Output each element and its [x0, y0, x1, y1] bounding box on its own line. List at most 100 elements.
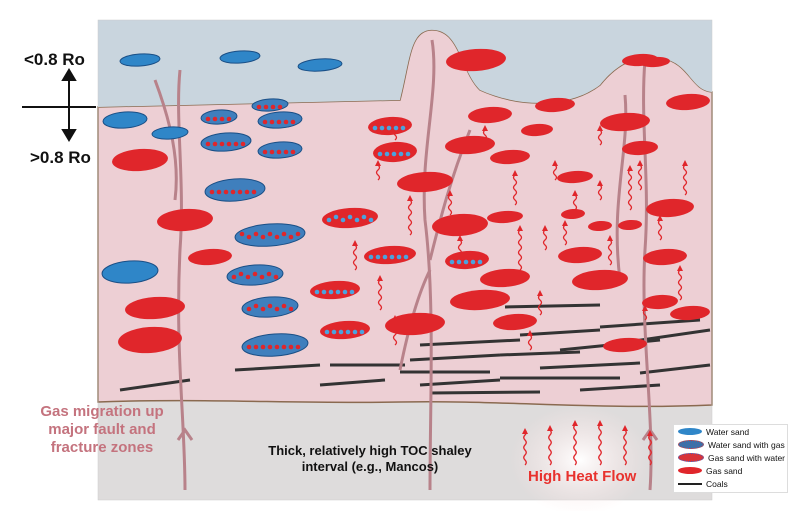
fluid-dot [359, 329, 365, 335]
water-sand-with-gas [204, 178, 266, 202]
fluid-dot [281, 344, 287, 350]
water-sand-with-gas [257, 141, 303, 159]
gas-sand [600, 112, 650, 132]
fluid-dot [267, 303, 273, 309]
fluid-dot [269, 119, 275, 125]
fluid-dot [270, 104, 276, 110]
fluid-dot [205, 141, 211, 147]
sand-body [310, 280, 360, 300]
water-sand [102, 111, 148, 129]
gas-sand [588, 220, 612, 232]
sand-body [600, 112, 650, 132]
sand-body [666, 93, 710, 111]
fault-line [422, 39, 436, 491]
fluid-dot [328, 289, 334, 295]
gas-arrow [562, 224, 568, 246]
fluid-dot [372, 125, 378, 131]
sand-body [670, 305, 710, 321]
gas-arrow [537, 294, 543, 316]
legend-label: Gas sand with water [708, 452, 786, 463]
heat-flow-arrows [522, 420, 653, 466]
gas-sand [670, 305, 710, 321]
gas-arrow [377, 279, 383, 311]
fault-zones [153, 39, 659, 491]
fluid-dot [391, 151, 397, 157]
water-sand [151, 126, 189, 140]
gas-sand [618, 219, 642, 231]
gas-sand [125, 296, 185, 320]
coal-layer [419, 378, 501, 387]
fluid-dot [237, 189, 243, 195]
water-sand [119, 53, 161, 67]
sand-bodies [101, 48, 710, 357]
gas-sand-with-water [310, 280, 360, 300]
coal-layer [419, 338, 521, 347]
fault-line [398, 269, 432, 371]
gas-arrow [517, 229, 523, 271]
legend-label: Water sand with gas [708, 439, 785, 450]
coal-layer [539, 361, 641, 370]
sand-body [125, 296, 185, 320]
gas-sand-with-water [445, 250, 489, 270]
fluid-dot [240, 141, 246, 147]
gas-arrow-head-icon [375, 160, 381, 166]
ro-above-label: <0.8 Ro [24, 50, 85, 69]
gas-arrow-head-icon [527, 330, 533, 336]
sand-body [572, 269, 628, 291]
fluid-dot [456, 259, 462, 265]
sand-body [188, 248, 232, 266]
sand-body [487, 210, 523, 224]
fluid-dot [288, 306, 294, 312]
fluid-dot [477, 259, 483, 265]
heat-arrow [548, 429, 552, 466]
gas-arrow-head-icon [512, 170, 518, 176]
sand-body [521, 123, 553, 137]
heat-arrow-head-icon [522, 428, 528, 434]
sand-body [241, 333, 309, 357]
gas-sand [480, 268, 530, 288]
ro-axis-icon [22, 68, 96, 142]
water-sand-with-gas [234, 223, 306, 247]
gas-arrow-head-icon [542, 225, 548, 231]
fluid-dot [375, 254, 381, 260]
coal-layer [429, 390, 541, 395]
gas-sand [557, 170, 593, 184]
legend-item-water-sand-gas: Water sand with gas [674, 438, 787, 451]
fluid-dot [295, 344, 301, 350]
fault-line [153, 79, 178, 201]
fluid-dot [276, 149, 282, 155]
gas-sand [157, 208, 213, 232]
gas-sand [432, 213, 488, 237]
sand-body [450, 289, 510, 311]
coal-layer [639, 363, 711, 375]
sand-body [446, 48, 506, 72]
gas-sand [535, 97, 575, 113]
ro-below-label: >0.8 Ro [30, 148, 91, 167]
coal-layer [599, 318, 701, 329]
sand-body [622, 140, 658, 156]
gas-sand [572, 269, 628, 291]
gas-sand [468, 106, 512, 124]
gas-arrow [352, 244, 358, 271]
sand-body [480, 268, 530, 288]
fluid-dot [212, 141, 218, 147]
fluid-dot [212, 116, 218, 122]
gas-arrow [657, 219, 663, 241]
sand-body [468, 106, 512, 124]
gas-sand [490, 149, 530, 165]
fluid-dot [274, 306, 280, 312]
water-sand [297, 58, 343, 72]
gas-sand [603, 337, 647, 353]
water-sand [219, 50, 261, 64]
fluid-dot [331, 329, 337, 335]
gas-sand [397, 171, 453, 193]
fluid-dot [463, 259, 469, 265]
coal-layer [409, 353, 501, 362]
gas-arrow [512, 174, 518, 206]
coal-layer [519, 328, 601, 337]
gas-arrow-head-icon [407, 195, 413, 201]
fluid-dot [281, 231, 287, 237]
fluid-dot [260, 306, 266, 312]
fluid-dot [266, 271, 272, 277]
